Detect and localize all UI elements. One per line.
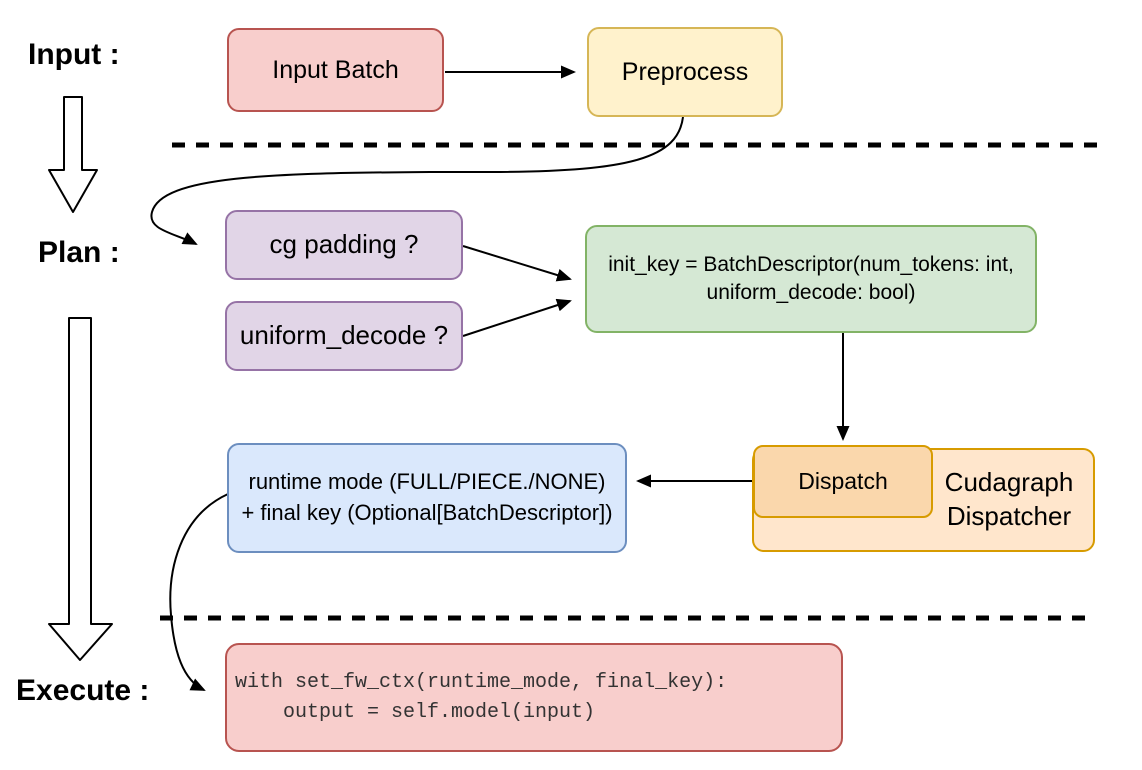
node-dispatch: Dispatch bbox=[753, 445, 933, 518]
stage-label-input: Input : bbox=[28, 38, 120, 71]
node-cudagraph-dispatcher-line1: Cudagraph bbox=[944, 467, 1074, 498]
node-execute-code: with set_fw_ctx(runtime_mode, final_key)… bbox=[225, 643, 843, 752]
stage-label-plan: Plan : bbox=[38, 236, 120, 269]
node-runtime-key: runtime mode (FULL/PIECE./NONE) + final … bbox=[227, 443, 627, 553]
node-uniform-decode-label: uniform_decode ? bbox=[239, 320, 449, 351]
node-preprocess: Preprocess bbox=[587, 27, 783, 117]
node-input-batch-label: Input Batch bbox=[272, 55, 399, 84]
node-execute-code-line2: output = self.model(input) bbox=[235, 700, 596, 724]
node-cudagraph-dispatcher-line2: Dispatcher bbox=[946, 501, 1072, 531]
arrow-runtimekey-to-executecode bbox=[169, 493, 229, 691]
stage-arrow-input-to-plan bbox=[48, 96, 98, 213]
arrow-preprocess-to-cgpadding bbox=[150, 116, 684, 245]
node-init-key-line2: uniform_decode: bool) bbox=[706, 281, 916, 304]
arrow-cgpadding-to-initkey bbox=[462, 245, 572, 282]
node-runtime-key-line1: runtime mode (FULL/PIECE./NONE) bbox=[248, 469, 606, 495]
node-cg-padding: cg padding ? bbox=[225, 210, 463, 280]
stage-arrow-plan-to-execute bbox=[48, 317, 113, 661]
node-dispatch-label: Dispatch bbox=[798, 467, 888, 494]
node-init-key-line1: init_key = BatchDescriptor(num_tokens: i… bbox=[608, 252, 1014, 276]
node-cg-padding-label: cg padding ? bbox=[269, 229, 419, 260]
stage-label-execute: Execute : bbox=[16, 674, 150, 707]
node-cudagraph-dispatcher-label: Cudagraph Dispatcher bbox=[925, 466, 1093, 534]
node-input-batch: Input Batch bbox=[227, 28, 444, 112]
node-execute-code-line1: with set_fw_ctx(runtime_mode, final_key)… bbox=[235, 670, 728, 694]
node-runtime-key-line2: + final key (Optional[BatchDescriptor]) bbox=[241, 500, 613, 525]
node-preprocess-label: Preprocess bbox=[621, 57, 749, 86]
arrow-uniformdecode-to-initkey bbox=[462, 298, 572, 337]
node-uniform-decode: uniform_decode ? bbox=[225, 301, 463, 371]
node-init-key: init_key = BatchDescriptor(num_tokens: i… bbox=[585, 225, 1037, 333]
